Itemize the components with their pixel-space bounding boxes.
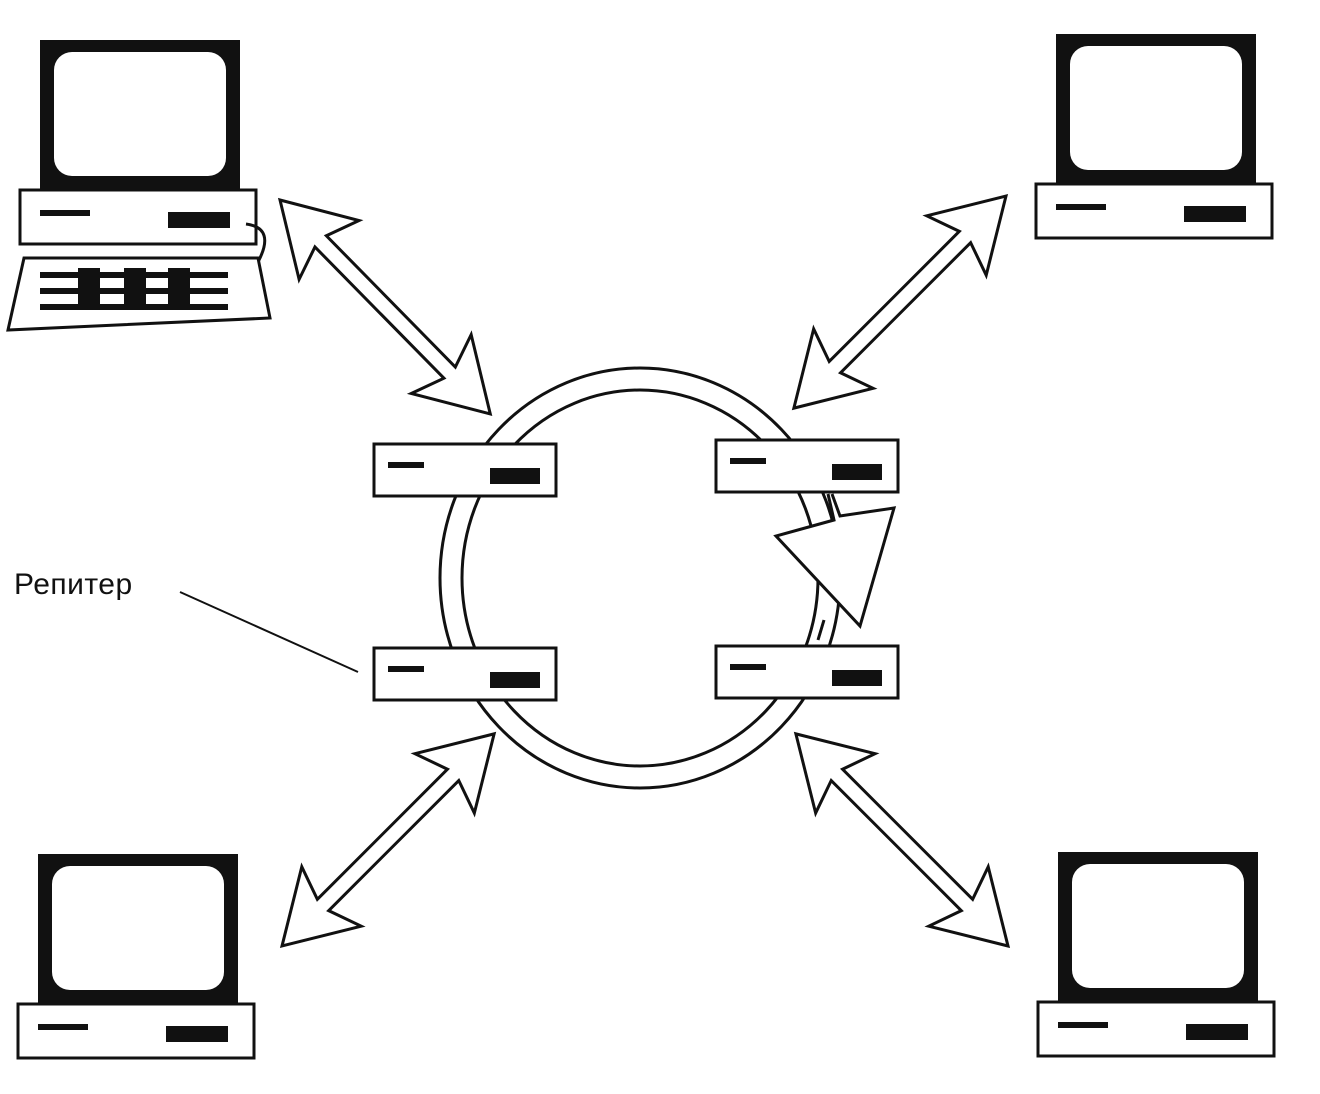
label-leader-line: [179, 591, 359, 673]
arrow-top-right: [762, 164, 1038, 440]
repeater-top-left: [372, 442, 558, 498]
ring-cable: [438, 366, 842, 790]
arrow-bottom-left: [250, 702, 526, 978]
ring-direction-arrow: [773, 493, 897, 641]
repeater-bottom-right: [714, 644, 900, 700]
computer-top-right-icon: [1034, 32, 1274, 240]
computer-with-keyboard-icon: [6, 38, 272, 332]
repeater-bottom-left: [372, 646, 558, 702]
computer-bottom-right-icon: [1036, 850, 1276, 1058]
arrow-top-left: [248, 169, 522, 445]
repeater-top-right: [714, 438, 900, 494]
arrow-bottom-right: [764, 702, 1040, 978]
repeater-label: Репитер: [14, 568, 133, 601]
computer-bottom-left-icon: [16, 852, 256, 1060]
